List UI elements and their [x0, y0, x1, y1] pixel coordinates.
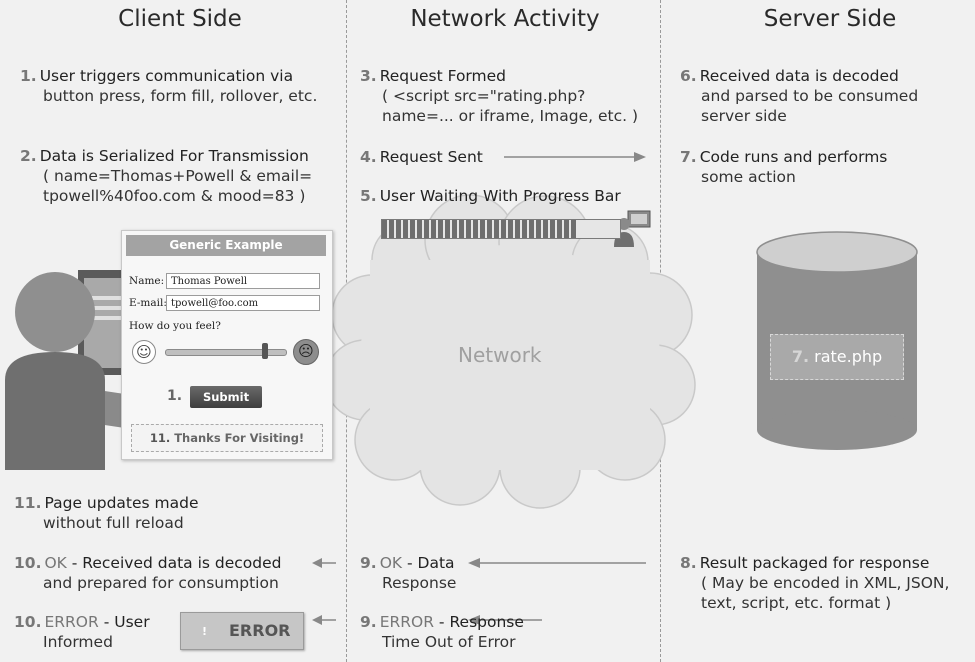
network-step-3-line3: name=... or iframe, Image, etc. ) [382, 107, 638, 125]
network-activity-title: Network Activity [410, 6, 600, 32]
network-step-9-ok-line2: Response [382, 574, 457, 592]
step-number: 6. [680, 67, 697, 85]
status-ok: OK [379, 554, 403, 572]
step-number: 11. [14, 494, 42, 512]
step-text: User Waiting With Progress Bar [379, 187, 621, 205]
step-number: 5. [360, 187, 377, 205]
step-number: 1. [20, 67, 37, 85]
step-text: Data is Serialized For Transmission [39, 147, 309, 165]
step-number: 3. [360, 67, 377, 85]
email-field[interactable]: tpowell@foo.com [166, 295, 320, 311]
db-step-number: 7. [791, 347, 810, 366]
submit-step-number: 1. [167, 388, 183, 404]
client-step-2-line3: tpowell%40foo.com & mood=83 ) [43, 187, 306, 205]
arrows [312, 152, 646, 625]
step-number: 10. [14, 554, 42, 572]
server-step-6: 6.Received data is decoded [680, 66, 899, 86]
network-cloud-label: Network [458, 343, 542, 367]
error-label: ERROR [229, 621, 291, 640]
thanks-message: 11. Thanks For Visiting! [131, 424, 323, 452]
server-step-6-line2: and parsed to be consumed [701, 87, 919, 105]
step-text: Code runs and performs [699, 148, 888, 166]
waiting-user-icon [614, 210, 651, 247]
client-step-2: 2.Data is Serialized For Transmission [20, 146, 309, 166]
step-text: Data [417, 554, 455, 572]
client-user-figure [5, 270, 138, 470]
client-step-2-line2: ( name=Thomas+Powell & email= [43, 167, 313, 185]
email-label: E-mail: [129, 297, 167, 309]
error-exclamation-icon: ! [202, 625, 208, 638]
network-step-9-ok: 9.OK - Data [360, 553, 455, 573]
name-label: Name: [129, 275, 165, 287]
sad-face-icon: ☹ [293, 339, 319, 365]
status-dash: - [402, 554, 418, 572]
generic-example-form: Generic Example Name: Thomas Powell E-ma… [121, 230, 333, 460]
status-error: ERROR [44, 613, 99, 631]
server-step-8-line3: text, script, etc. format ) [701, 594, 892, 612]
step-number: 2. [20, 147, 37, 165]
thanks-step-number: 11. [149, 431, 171, 445]
server-step-7-line2: some action [701, 168, 796, 186]
step-text: Received data is decoded [82, 554, 282, 572]
step-number: 4. [360, 148, 377, 166]
client-side-title: Client Side [118, 6, 242, 32]
client-step-11-line2: without full reload [43, 514, 184, 532]
client-step-1: 1.User triggers communication via [20, 66, 293, 86]
client-step-10-ok-line2: and prepared for consumption [43, 574, 279, 592]
step-number: 8. [680, 554, 697, 572]
network-step-5: 5.User Waiting With Progress Bar [360, 186, 621, 206]
client-step-1-line2: button press, form fill, rollover, etc. [43, 87, 318, 105]
mood-question: How do you feel? [129, 320, 221, 332]
network-step-3: 3.Request Formed [360, 66, 506, 86]
server-side-title: Server Side [763, 6, 897, 32]
error-box: ! ERROR [180, 612, 304, 650]
status-dash: - [98, 613, 115, 631]
progress-bar [381, 219, 621, 239]
status-dash: - [66, 554, 83, 572]
server-step-6-line3: server side [701, 107, 787, 125]
step-text: User [114, 613, 150, 631]
status-error: ERROR [379, 613, 434, 631]
step-number: 7. [680, 148, 697, 166]
form-header: Generic Example [126, 235, 326, 256]
progress-bar-fill [382, 220, 577, 238]
client-step-10-error-line2: Informed [43, 633, 113, 651]
submit-button[interactable]: Submit [190, 386, 262, 408]
network-step-9-error-line2: Time Out of Error [382, 633, 516, 651]
client-step-10-error: 10.ERROR - User [14, 612, 150, 632]
name-field[interactable]: Thomas Powell [166, 273, 320, 289]
step-text: Page updates made [44, 494, 199, 512]
step-number: 9. [360, 613, 377, 631]
step-text: Request Formed [379, 67, 506, 85]
status-ok: OK [44, 554, 67, 572]
client-step-11: 11.Page updates made [14, 493, 199, 513]
step-text: Response [449, 613, 524, 631]
rate-php-label: 7. rate.php [770, 334, 904, 380]
network-step-9-error: 9.ERROR - Response [360, 612, 524, 632]
client-step-10-ok: 10.OK - Received data is decoded [14, 553, 282, 573]
mood-slider[interactable] [165, 349, 287, 356]
network-step-3-line2: ( <script src="rating.php? [382, 87, 586, 105]
step-text: Request Sent [379, 148, 483, 166]
network-step-4: 4.Request Sent [360, 147, 483, 167]
step-text: Received data is decoded [699, 67, 899, 85]
step-number: 10. [14, 613, 42, 631]
step-text: User triggers communication via [39, 67, 294, 85]
step-number: 9. [360, 554, 377, 572]
server-step-8-line2: ( May be encoded in XML, JSON, [701, 574, 950, 592]
status-dash: - [434, 613, 450, 631]
happy-face-icon: ☺ [132, 340, 156, 364]
mood-slider-thumb[interactable] [262, 343, 268, 359]
step-text: Result packaged for response [699, 554, 930, 572]
thanks-text: Thanks For Visiting! [174, 431, 305, 445]
db-file-name: rate.php [814, 347, 883, 366]
server-step-7: 7.Code runs and performs [680, 147, 887, 167]
server-step-8: 8.Result packaged for response [680, 553, 929, 573]
